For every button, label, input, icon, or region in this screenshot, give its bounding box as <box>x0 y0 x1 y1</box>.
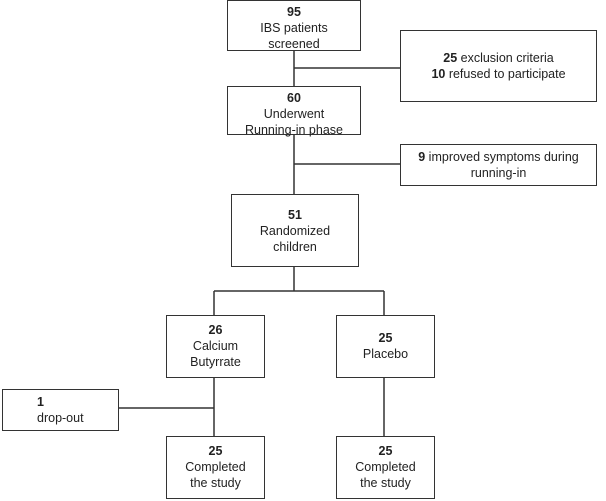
box-improved: 9 improved symptoms during running-in <box>400 144 597 186</box>
completed-left-count: 25 <box>208 444 223 458</box>
improved-line2: running-in <box>470 166 527 180</box>
placebo-line1: Placebo <box>362 347 409 361</box>
runin-line1: Underwent <box>263 107 325 121</box>
randomized-line1: Randomized <box>259 224 331 238</box>
runin-count: 60 <box>287 91 301 105</box>
excluded-count1: 25 <box>443 51 458 65</box>
box-randomized: 51 Randomized children <box>231 194 359 267</box>
completed-right-count: 25 <box>378 444 393 458</box>
improved-line1: 9 improved symptoms during <box>418 149 578 165</box>
butyrate-line1: Calcium <box>192 339 239 353</box>
box-completed-left: 25 Completed the study <box>166 436 265 499</box>
dropout-count: 1 <box>37 395 44 409</box>
excluded-line1: 25 exclusion criteria <box>443 50 553 66</box>
excluded-count2: 10 <box>431 67 446 81</box>
randomized-line2: children <box>273 240 317 254</box>
randomized-count: 51 <box>288 208 302 222</box>
butyrate-count: 26 <box>208 323 223 337</box>
completed-right-line1: Completed <box>355 460 416 474</box>
completed-left-line2: the study <box>190 476 241 490</box>
runin-line2: Running-in phase <box>245 123 343 137</box>
box-excluded: 25 exclusion criteria 10 refused to part… <box>400 30 597 102</box>
completed-right-line2: the study <box>360 476 411 490</box>
box-placebo: 25 Placebo <box>336 315 435 378</box>
box-runin: 60 Underwent Running-in phase <box>227 86 361 137</box>
improved-text1: improved symptoms during <box>425 150 579 164</box>
improved-count: 9 <box>418 150 426 164</box>
excluded-text1: exclusion criteria <box>457 51 554 65</box>
excluded-text2: refused to participate <box>445 67 566 81</box>
box-screened: 95 IBS patients screened <box>227 0 361 51</box>
completed-left-line1: Completed <box>185 460 246 474</box>
box-completed-right: 25 Completed the study <box>336 436 435 499</box>
box-dropout: 1 drop-out <box>2 389 119 431</box>
placebo-count: 25 <box>378 331 393 345</box>
butyrate-line2: Butyrrate <box>190 355 241 369</box>
box-butyrate: 26 Calcium Butyrrate <box>166 315 265 378</box>
screened-line2: screened <box>268 37 320 51</box>
screened-line1: IBS patients <box>260 21 328 35</box>
screened-count: 95 <box>287 5 301 19</box>
excluded-line2: 10 refused to participate <box>431 66 565 82</box>
dropout-line1: drop-out <box>37 411 84 425</box>
